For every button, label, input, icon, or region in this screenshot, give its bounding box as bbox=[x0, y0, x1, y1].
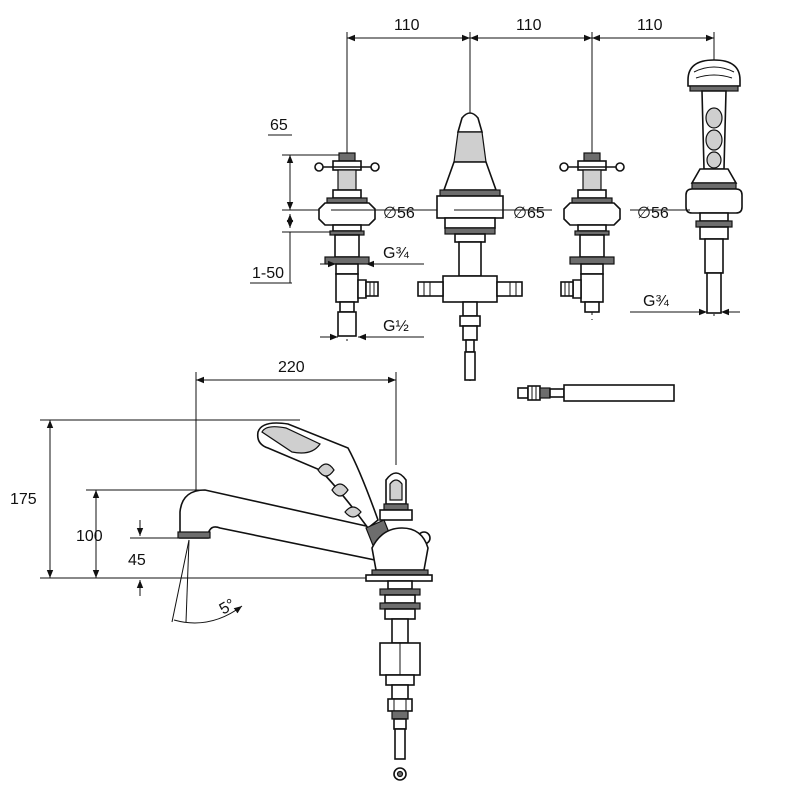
valve-height-label: 65 bbox=[270, 117, 288, 134]
left-valve-drawing: ∅56 G¾ G½ bbox=[314, 145, 440, 345]
side-view-dimensions: 220 175 100 45 5° bbox=[10, 359, 397, 624]
deck-thickness-label: 1-50 bbox=[252, 265, 284, 282]
hose-detail-drawing bbox=[517, 384, 675, 402]
diameter-right-label: ∅56 bbox=[637, 205, 669, 222]
spout-reach-label: 220 bbox=[278, 359, 305, 376]
handshower-drawing: ∅56 G¾ bbox=[630, 59, 743, 320]
thread-left-lower-label: G½ bbox=[383, 318, 409, 335]
height-spout-label: 100 bbox=[76, 528, 103, 545]
top-spacing-dimensions: 110 110 110 bbox=[346, 17, 715, 160]
height-total-label: 175 bbox=[10, 491, 37, 508]
thread-handshower-label: G¾ bbox=[643, 293, 669, 310]
spacing-label-1: 110 bbox=[394, 17, 420, 34]
center-body-drawing: ∅65 bbox=[417, 105, 552, 385]
right-valve-drawing bbox=[559, 145, 625, 320]
valve-height-dimensions: 65 1-50 bbox=[250, 117, 340, 284]
diameter-left-label: ∅56 bbox=[383, 205, 415, 222]
angle-label: 5° bbox=[217, 596, 239, 618]
thread-left-upper-label: G¾ bbox=[383, 245, 409, 262]
spacing-label-3: 110 bbox=[637, 17, 663, 34]
height-outlet-label: 45 bbox=[128, 552, 146, 569]
side-view-faucet-drawing bbox=[177, 422, 433, 781]
spacing-label-2: 110 bbox=[516, 17, 542, 34]
diameter-center-label: ∅65 bbox=[513, 205, 545, 222]
